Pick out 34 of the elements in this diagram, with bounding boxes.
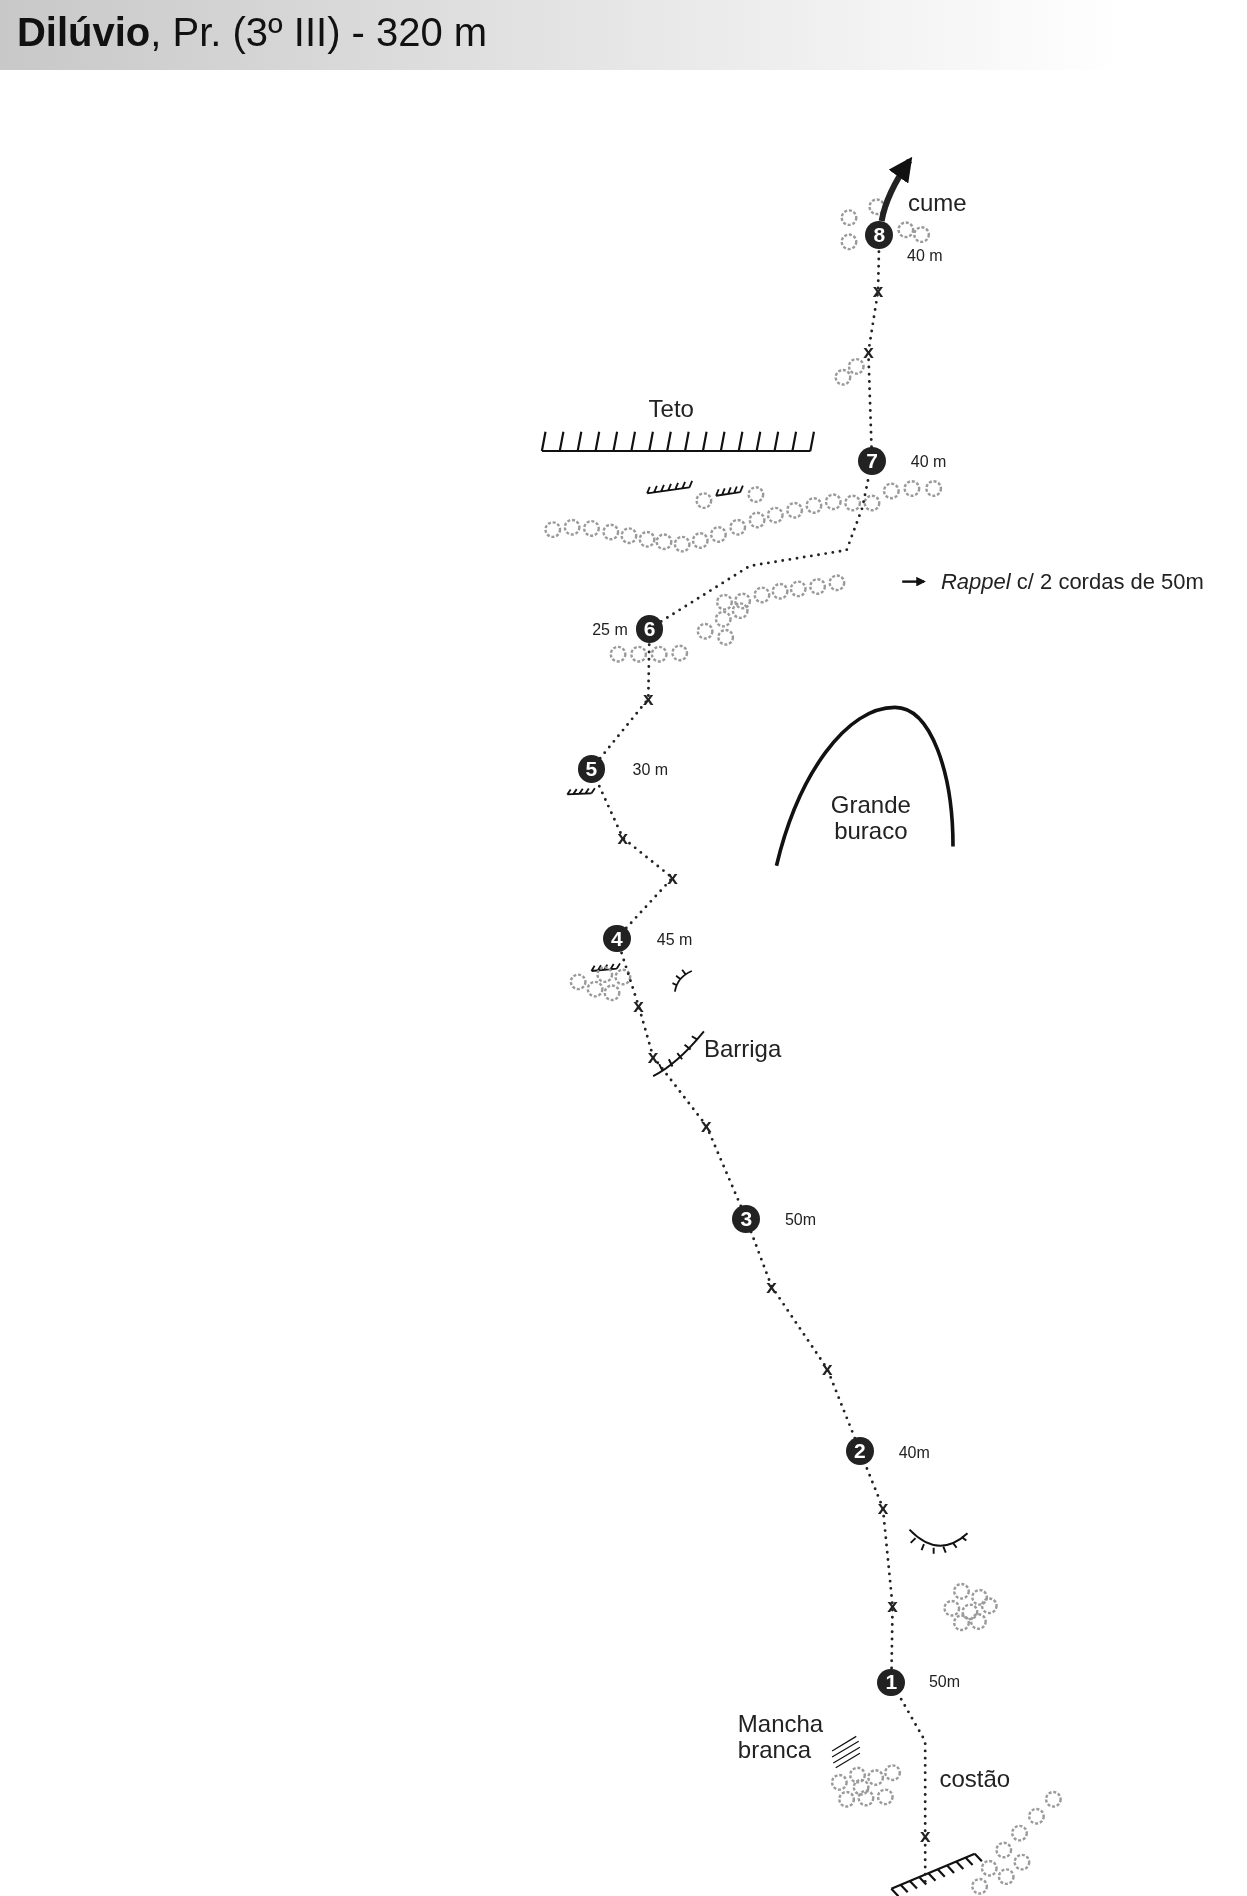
- pitch-length: 25 m: [592, 621, 628, 640]
- pitch-length: 40m: [898, 1443, 930, 1462]
- pitch-length: 40 m: [910, 453, 947, 471]
- bolt-mark: x: [822, 1358, 833, 1380]
- belay-station-marker: 8: [865, 220, 894, 249]
- feature-label: cume: [908, 190, 967, 217]
- arrow: [878, 156, 913, 222]
- route-line: [866, 247, 881, 449]
- bolt-mark: x: [617, 827, 629, 849]
- pitch-length: 50m: [784, 1211, 817, 1230]
- bolt-mark: x: [701, 1115, 712, 1137]
- pitch-length: 45 m: [656, 930, 693, 949]
- bolt-mark: x: [766, 1276, 777, 1298]
- belay-station-marker: 5: [577, 755, 606, 784]
- belay-station-marker: 4: [602, 924, 631, 953]
- belay-station-marker: 2: [846, 1437, 874, 1466]
- belay-station-marker: 3: [732, 1205, 761, 1234]
- feature-label: Mancha branca: [737, 1710, 825, 1764]
- belay-station-marker: 7: [858, 446, 886, 475]
- feature-label: costão: [939, 1766, 1011, 1793]
- feature-label: Barriga: [703, 1035, 782, 1062]
- route-line: [598, 641, 651, 760]
- title: Dilúvio, Pr. (3º III) - 320 m: [16, 9, 488, 55]
- bolt-mark: x: [887, 1595, 898, 1617]
- feature-label: Teto: [648, 395, 694, 422]
- pitch-length: 50m: [928, 1673, 960, 1692]
- feature-label: Grande buraco: [829, 791, 912, 844]
- belay-station-marker: 1: [877, 1668, 906, 1697]
- belay-station-marker: 6: [635, 615, 664, 643]
- bolt-mark: x: [872, 281, 884, 302]
- note: Rappel c/ 2 cordas de 50m: [941, 569, 1204, 594]
- bolt-mark: x: [863, 341, 874, 363]
- pitch-length: 30 m: [632, 761, 669, 780]
- pitch-length: 40 m: [907, 247, 943, 266]
